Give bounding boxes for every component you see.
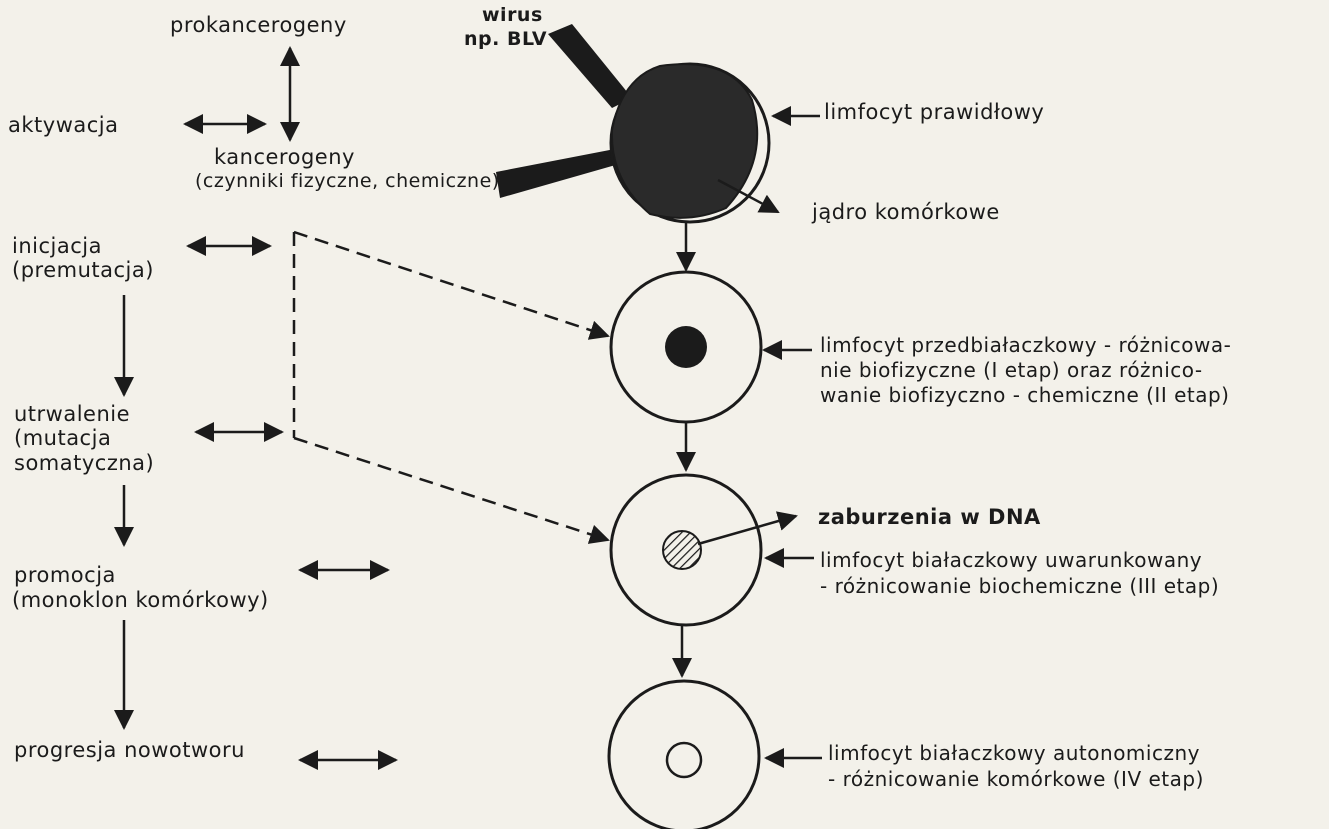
label-limfocyt-prawidlowy: limfocyt prawidłowy — [824, 100, 1044, 125]
cell-preleukemic-nucleus — [665, 326, 707, 368]
label-przedbialaczkowy-2: nie biofizyczne (I etap) oraz różnico- — [820, 357, 1203, 383]
label-progresja: progresja nowotworu — [14, 738, 245, 763]
label-zaburzenia-dna: zaburzenia w DNA — [818, 505, 1041, 530]
cell-normal-nucleus — [612, 64, 757, 218]
cell-conditioned-nucleus — [663, 531, 701, 569]
label-jadro-komorkowe: jądro komórkowe — [812, 200, 1000, 225]
virus-wedge-top — [548, 24, 632, 108]
label-autonomiczny-1: limfocyt białaczkowy autonomiczny — [828, 740, 1200, 766]
label-przedbialaczkowy-1: limfocyt przedbiałaczkowy - różnicowa- — [820, 332, 1231, 358]
cell-autonomous-nucleus — [667, 743, 701, 777]
label-kancerogeny-2: (czynniki fizyczne, chemiczne) — [195, 170, 500, 193]
label-prokancerogeny: prokancerogeny — [170, 13, 347, 38]
label-autonomiczny-2: - różnicowanie komórkowe (IV etap) — [828, 766, 1204, 792]
virus-wedge-bottom — [496, 148, 626, 198]
dashed-line-to-cell-3 — [294, 438, 608, 540]
label-inicjacja-2: (premutacja) — [12, 258, 154, 283]
label-inicjacja-1: inicjacja — [12, 234, 102, 259]
label-uwarunkowany-1: limfocyt białaczkowy uwarunkowany — [820, 547, 1202, 573]
label-przedbialaczkowy-3: wanie biofizyczno - chemiczne (II etap) — [820, 382, 1229, 408]
label-aktywacja: aktywacja — [8, 113, 118, 138]
label-wirus: wirus — [482, 4, 543, 27]
label-kancerogeny-1: kancerogeny — [214, 145, 355, 170]
label-utrwalenie-1: utrwalenie — [14, 402, 130, 427]
label-promocja-2: (monoklon komórkowy) — [12, 588, 269, 613]
label-utrwalenie-3: somatyczna) — [14, 451, 154, 476]
label-utrwalenie-2: (mutacja — [14, 426, 111, 451]
label-wirus-blv: np. BLV — [464, 28, 547, 51]
dashed-line-to-cell-2 — [294, 232, 608, 336]
label-promocja-1: promocja — [14, 563, 116, 588]
label-uwarunkowany-2: - różnicowanie biochemiczne (III etap) — [820, 573, 1219, 599]
